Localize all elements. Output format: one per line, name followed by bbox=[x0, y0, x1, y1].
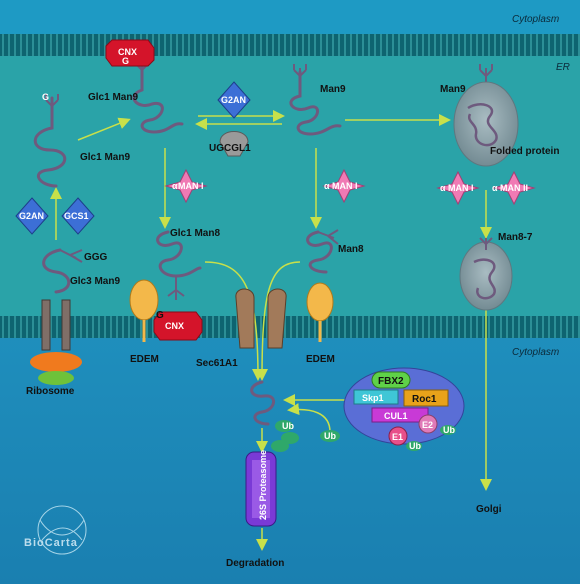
chain-man9-mid bbox=[289, 70, 342, 136]
glycoproteins bbox=[33, 64, 342, 426]
ub-e2-label: Ub bbox=[443, 425, 455, 435]
sec61a1-channel bbox=[235, 288, 287, 349]
glycan-man9-mid bbox=[293, 64, 307, 84]
arrow-glc1man8-to-sec61 bbox=[204, 261, 264, 381]
man1-left-alpha: α bbox=[172, 181, 178, 191]
cytoplasm-top-label: Cytoplasm bbox=[512, 14, 559, 25]
label-ggg: GGG bbox=[84, 252, 108, 263]
label-glc3man9: Glc3 Man9 bbox=[70, 276, 120, 287]
label-man9-right: Man9 bbox=[440, 84, 466, 95]
glycan-glc3 bbox=[59, 249, 83, 263]
skp1-label: Skp1 bbox=[362, 393, 384, 403]
ribosome bbox=[30, 299, 82, 385]
edem-right bbox=[306, 282, 334, 342]
label-glc1man8: Glc1 Man8 bbox=[170, 228, 220, 239]
folded-protein-vesicle bbox=[453, 81, 519, 167]
man2-right: α MAN II bbox=[492, 170, 536, 206]
g2an-top: G2AN bbox=[217, 81, 251, 119]
label-man8: Man8 bbox=[338, 244, 364, 255]
cytoplasm-top-region bbox=[0, 0, 580, 34]
cnx-top-label: CNX bbox=[118, 47, 137, 57]
glycan-glc1man8 bbox=[167, 276, 185, 300]
pathway-arrows bbox=[50, 110, 492, 551]
proteasome bbox=[245, 451, 277, 527]
ubiquitin-ligase-complex: FBX2 Skp1 Roc1 CUL1 E1 E2 Ub Ub bbox=[343, 367, 465, 451]
sec61a1-label: Sec61A1 bbox=[196, 358, 238, 369]
g2an-left-label: G2AN bbox=[19, 211, 44, 221]
arrow-ub-to-substrate bbox=[287, 403, 331, 433]
cnx-bottom-g-label: G bbox=[156, 310, 164, 321]
glycan-trees bbox=[45, 58, 493, 300]
man1-mid-label: MAN I bbox=[332, 181, 358, 191]
e2-label: E2 bbox=[422, 420, 433, 430]
man1-left: α MAN I bbox=[164, 168, 208, 204]
cnx-bottom: CNX G bbox=[153, 310, 203, 341]
g2an-left: G2AN bbox=[15, 197, 49, 235]
label-glc1man9-left: Glc1 Man9 bbox=[80, 152, 130, 163]
edem-left-label: EDEM bbox=[130, 354, 159, 365]
man1-mid-alpha: α bbox=[324, 181, 330, 191]
man1-right-label: MAN I bbox=[448, 183, 474, 193]
glycan-top bbox=[135, 58, 149, 78]
ub-e1-label: Ub bbox=[409, 441, 421, 451]
man8-7-coil bbox=[473, 258, 496, 300]
substrate-ub-label: Ub bbox=[282, 421, 294, 431]
glycan-man8 bbox=[317, 229, 339, 245]
er-membrane-bottom bbox=[0, 316, 580, 338]
label-man9-mid: Man9 bbox=[320, 84, 346, 95]
cytoplasm-bottom-label: Cytoplasm bbox=[512, 347, 559, 358]
free-ub-label: Ub bbox=[324, 431, 336, 441]
ugcgl1: UGCGL1 bbox=[209, 131, 251, 157]
cytoplasm-bottom-region bbox=[0, 326, 580, 584]
chain-glc1man8 bbox=[156, 230, 202, 278]
gcs1-label: GCS1 bbox=[64, 211, 89, 221]
er-membrane-top bbox=[0, 34, 580, 56]
label-man8-7: Man8-7 bbox=[498, 232, 533, 243]
chain-man8 bbox=[306, 230, 333, 274]
label-g-top: G bbox=[42, 92, 49, 102]
label-folded-protein: Folded protein bbox=[490, 146, 559, 157]
glycan-folded bbox=[479, 64, 493, 84]
cul1-label: CUL1 bbox=[384, 411, 408, 421]
ribosome-label: Ribosome bbox=[26, 386, 75, 397]
substrate-ub-chain bbox=[271, 420, 299, 452]
gcs1: GCS1 bbox=[61, 197, 95, 235]
chain-glc1man9-left bbox=[33, 96, 67, 188]
g2an-top-label: G2AN bbox=[221, 95, 246, 105]
chain-glc3man9 bbox=[42, 248, 71, 294]
proteasome-label: 26S Proteasome bbox=[258, 450, 268, 520]
chain-glc1man9-top bbox=[132, 64, 184, 134]
biocarta-logo: BioCarta bbox=[24, 505, 87, 555]
label-degradation: Degradation bbox=[226, 558, 284, 569]
man2-right-alpha: α bbox=[492, 183, 498, 193]
folded-protein-coil bbox=[467, 103, 498, 147]
chain-substrate-cytosol bbox=[250, 380, 275, 426]
biocarta-logo-text: BioCarta bbox=[24, 537, 78, 549]
cnx-top-g-label: G bbox=[122, 56, 129, 66]
edem-left bbox=[129, 279, 159, 342]
roc1-label: Roc1 bbox=[412, 394, 437, 405]
man1-left-label: MAN I bbox=[178, 181, 204, 191]
man2-right-label: MAN II bbox=[500, 183, 528, 193]
man1-right: α MAN I bbox=[436, 170, 480, 206]
man8-7-vesicle bbox=[459, 241, 513, 311]
er-label: ER bbox=[556, 62, 570, 73]
man1-right-alpha: α bbox=[440, 183, 446, 193]
cnx-top: CNX G bbox=[105, 39, 155, 67]
arrow-man8-to-sec61 bbox=[256, 261, 301, 381]
glycan-left bbox=[45, 94, 59, 114]
cnx-bottom-label: CNX bbox=[165, 321, 184, 331]
edem-right-label: EDEM bbox=[306, 354, 335, 365]
arrow-glc1man9-left-to-top bbox=[77, 117, 131, 141]
man8-7-glycan bbox=[479, 237, 493, 250]
label-glc1man9-top: Glc1 Man9 bbox=[88, 92, 138, 103]
fbx2-label: FBX2 bbox=[378, 376, 404, 387]
label-golgi: Golgi bbox=[476, 504, 502, 515]
free-ubiquitin bbox=[320, 430, 340, 442]
man1-mid: α MAN I bbox=[322, 168, 366, 204]
e1-label: E1 bbox=[392, 432, 403, 442]
ugcgl1-label: UGCGL1 bbox=[209, 143, 251, 154]
